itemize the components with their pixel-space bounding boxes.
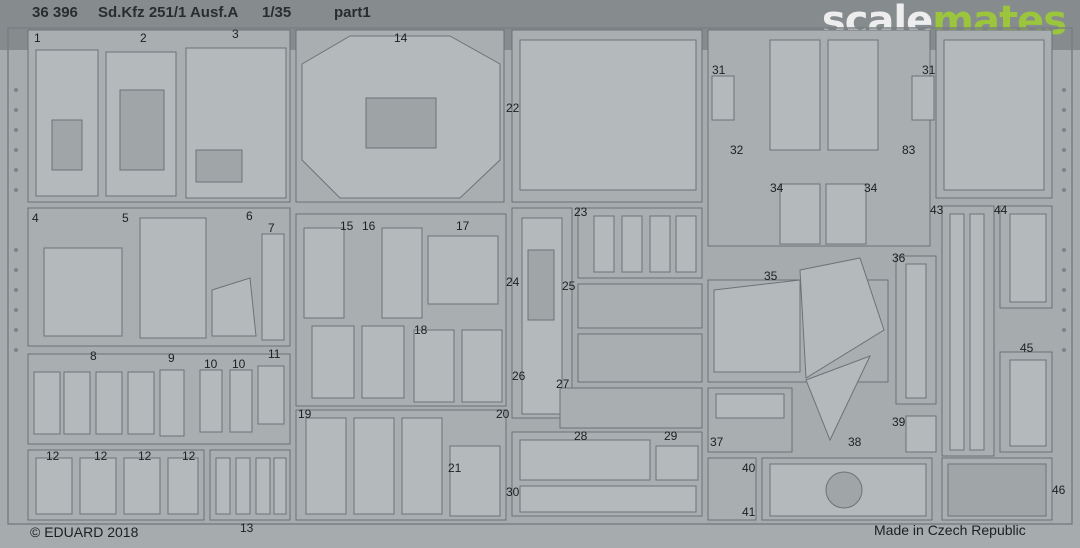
kit-scale: 1/35: [262, 4, 292, 21]
part-label: 21: [448, 461, 462, 475]
part-label: 12: [46, 449, 60, 463]
origin-text: Made in Czech Republic: [874, 522, 1026, 538]
part-label: 31: [922, 63, 936, 77]
part-label: 35: [764, 269, 778, 283]
part-label: 10: [204, 357, 218, 371]
sheet-label: part1: [334, 4, 371, 21]
part-label: 45: [1020, 341, 1034, 355]
part-label: 31: [712, 63, 726, 77]
catalog-number: 36 396: [32, 4, 78, 21]
part-label: 13: [240, 521, 254, 535]
part-label: 41: [742, 505, 756, 519]
part-label: 43: [930, 203, 944, 217]
part-label: 19: [298, 407, 312, 421]
part-label: 36: [892, 251, 906, 265]
part-label: 17: [456, 219, 470, 233]
part-label: 40: [742, 461, 756, 475]
part-label: 16: [362, 219, 376, 233]
part-label: 28: [574, 429, 588, 443]
part-label: 46: [1052, 483, 1066, 497]
part-label: 34: [770, 181, 784, 195]
part-label: 5: [122, 211, 129, 225]
part-label: 8: [90, 349, 97, 363]
part-label: 6: [246, 209, 253, 223]
part-label: 25: [562, 279, 576, 293]
part-label: 37: [710, 435, 724, 449]
part-label: 20: [496, 407, 510, 421]
part-label: 1: [34, 31, 41, 45]
kit-title: Sd.Kfz 251/1 Ausf.A: [98, 4, 239, 21]
part-label: 23: [574, 205, 588, 219]
part-label: 12: [182, 449, 196, 463]
part-label: 12: [138, 449, 152, 463]
part-label: 38: [848, 435, 862, 449]
part-label: 24: [506, 275, 520, 289]
part-label: 27: [556, 377, 570, 391]
part-label: 29: [664, 429, 678, 443]
part-label: 44: [994, 203, 1008, 217]
part-label: 18: [414, 323, 428, 337]
part-label: 30: [506, 485, 520, 499]
copyright-text: © EDUARD 2018: [30, 524, 139, 540]
part-label: 34: [864, 181, 878, 195]
part-label: 11: [268, 347, 281, 361]
part-label: 32: [730, 143, 744, 157]
part-label: 3: [232, 27, 239, 41]
part-label: 14: [394, 31, 408, 45]
part-label: 12: [94, 449, 108, 463]
part-label: 9: [168, 351, 175, 365]
part-label: 15: [340, 219, 354, 233]
part-label: 22: [506, 101, 520, 115]
part-label: 4: [32, 211, 39, 225]
part-label: 7: [268, 221, 275, 235]
part-label: 10: [232, 357, 246, 371]
part-label: 39: [892, 415, 906, 429]
part-label: 83: [902, 143, 916, 157]
part-label: 26: [512, 369, 526, 383]
part-label: 2: [140, 31, 147, 45]
